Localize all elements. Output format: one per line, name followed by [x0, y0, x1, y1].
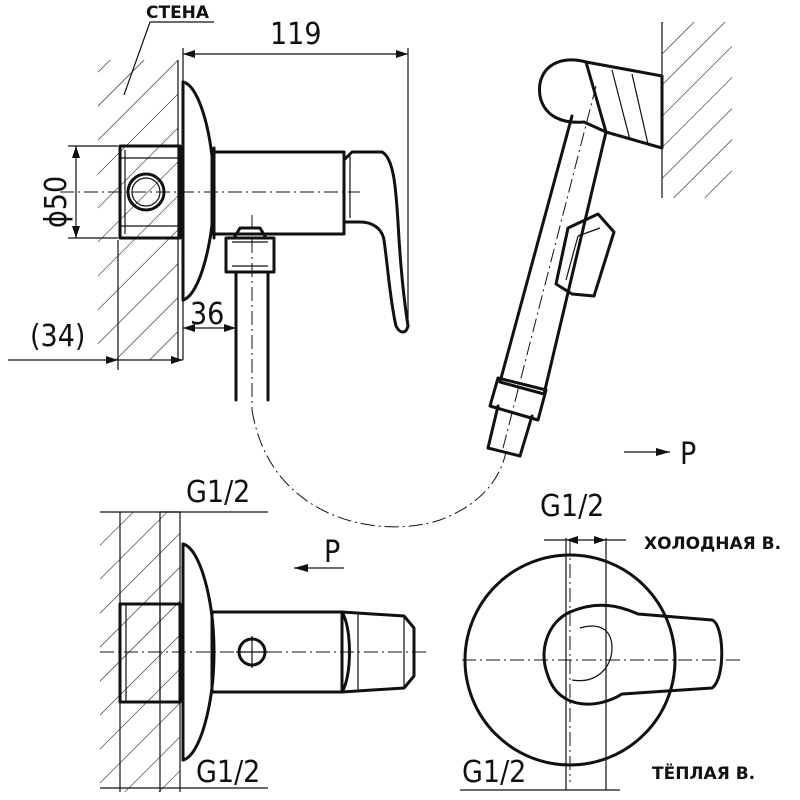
view-arrow-top-label: P: [680, 437, 696, 472]
dim-36-label: 36: [190, 297, 224, 332]
thread-bottom-label: G1/2: [196, 755, 260, 790]
dim-thread-bottom: G1/2: [100, 755, 268, 790]
view-arrow-bottom: P: [294, 535, 344, 572]
dim-diameter: ϕ50: [39, 145, 118, 239]
dim-36: 36: [182, 297, 236, 360]
dim-119-label: 119: [270, 17, 322, 52]
thread-dial-bottom-label: G1/2: [462, 755, 526, 790]
wall-label: СТЕНА: [146, 3, 210, 23]
view-arrow-top: P: [624, 437, 696, 472]
wall-hatch: [98, 60, 178, 360]
dim-34-label: (34): [30, 319, 85, 354]
dim-119: 119: [182, 17, 409, 326]
hand-shower: [486, 22, 732, 458]
mixer-front-view: [460, 536, 740, 791]
dim-diameter-label: ϕ50: [39, 176, 74, 228]
mixer-top-view: [100, 512, 430, 792]
dim-34: (34): [8, 240, 183, 370]
mixer-side-view: СТЕНА: [60, 3, 410, 410]
dim-thread-top: G1/2: [100, 475, 268, 513]
holder-wall-hatch: [662, 22, 732, 198]
cold-water-label: ХОЛОДНАЯ В.: [644, 534, 781, 554]
warm-water-label: ТЁПЛАЯ В.: [652, 762, 755, 784]
hose-path: [251, 409, 507, 528]
thread-dial-top-label: G1/2: [540, 489, 604, 524]
view-arrow-bottom-label: P: [324, 535, 340, 570]
thread-top-label: G1/2: [186, 475, 250, 510]
